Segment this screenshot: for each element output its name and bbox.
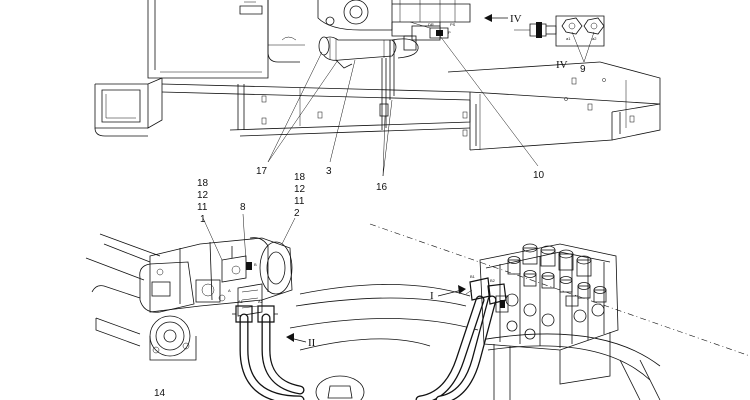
view-i-label: I xyxy=(430,290,434,302)
port-p: P xyxy=(448,30,451,35)
callout-labels: 17 3 16 10 9 18 12 11 1 8 18 12 11 2 14 xyxy=(154,64,586,399)
view-ii-label: II xyxy=(308,337,316,349)
view-labels: IV IV I II xyxy=(308,13,568,349)
port-b: B xyxy=(254,262,257,267)
port-b2: B2 xyxy=(490,278,496,283)
callout-9: 9 xyxy=(580,64,586,75)
port-a1-pump: A1 xyxy=(238,299,244,304)
port-a: A xyxy=(228,288,231,293)
control-valve xyxy=(479,243,619,400)
callout-10: 10 xyxy=(533,170,545,181)
callout-16: 16 xyxy=(376,182,388,193)
callout-14: 14 xyxy=(154,388,166,399)
callout-12-right: 12 xyxy=(294,184,306,195)
lower-leader-lines xyxy=(202,213,466,343)
port-a2: a2 xyxy=(592,36,597,41)
callout-8: 8 xyxy=(240,202,246,213)
detail-view-iv xyxy=(514,15,605,63)
callout-18-left: 18 xyxy=(197,178,209,189)
callout-11-right: 11 xyxy=(294,196,305,207)
callout-2: 2 xyxy=(294,208,300,219)
view-iv-detail-label: IV xyxy=(556,59,568,71)
upper-frame-assembly xyxy=(94,0,661,151)
callout-17: 17 xyxy=(256,166,268,177)
port-ps: PS xyxy=(450,22,456,27)
lower-frame xyxy=(85,223,750,400)
callout-18-right: 18 xyxy=(294,172,306,183)
main-pump xyxy=(139,237,293,361)
port-dr: DR xyxy=(428,22,434,27)
pressure-hoses xyxy=(232,277,507,400)
upper-leader-lines xyxy=(267,14,539,177)
callout-3: 3 xyxy=(326,166,332,177)
callout-12-left: 12 xyxy=(197,190,209,201)
callout-11-left: 11 xyxy=(197,202,208,213)
callout-1: 1 xyxy=(200,214,206,225)
view-iv-arrow-label: IV xyxy=(510,13,522,25)
port-a1: a1 xyxy=(566,36,571,41)
port-a2-pump: A2 xyxy=(258,299,264,304)
port-b1: B1 xyxy=(470,274,476,279)
port-marks: a1 a2 B A A1 A2 B1 B2 P PS DR xyxy=(228,22,597,304)
